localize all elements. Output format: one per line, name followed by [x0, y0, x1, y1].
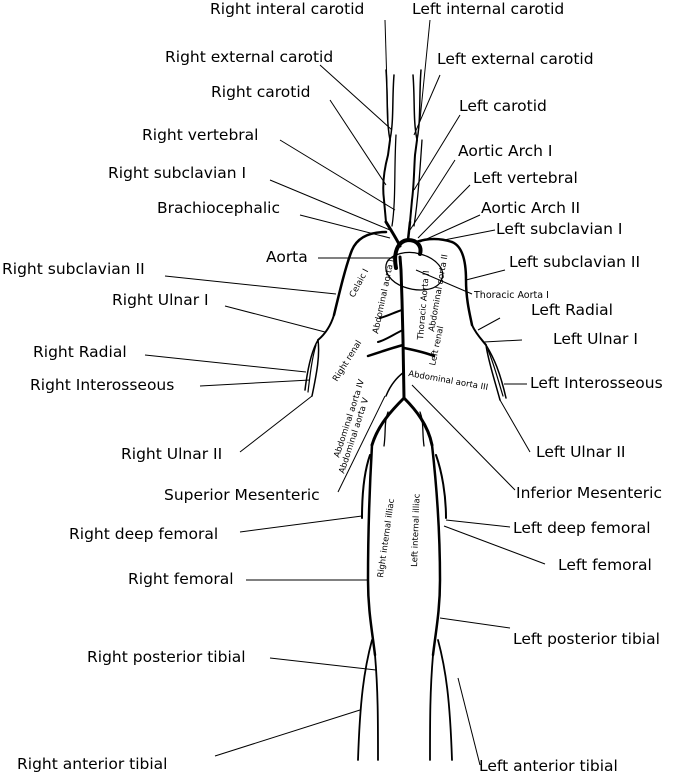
label-thoracic-aorta-1: Thoracic Aorta I — [473, 290, 549, 301]
label-celiac-1: Celaic I — [348, 267, 371, 299]
label-right-ulnar-2: Right Ulnar II — [121, 445, 222, 463]
label-left-interosseous: Left Interosseous — [530, 374, 663, 392]
left-subclavian-vessel — [414, 237, 454, 244]
label-right-carotid: Right carotid — [211, 83, 311, 101]
right-common-iliac-vessel — [370, 396, 406, 447]
label-left-ulnar-2: Left Ulnar II — [536, 443, 626, 461]
label-right-renal: Right renal — [331, 339, 364, 384]
right-anterior-tibial-vessel — [357, 639, 373, 761]
label-right-internal-carotid: Right interal carotid — [210, 0, 364, 18]
label-left-ulnar-1: Left Ulnar I — [553, 330, 638, 348]
label-left-posterior-tibial: Left posterior tibial — [513, 630, 660, 648]
label-right-vertebral: Right vertebral — [142, 126, 258, 144]
left-posterior-tibial-vessel — [429, 654, 434, 761]
label-right-external-carotid: Right external carotid — [165, 48, 333, 66]
small-labels: Celaic I Abdominal aorta I Thoracic Aort… — [331, 254, 489, 579]
left-subclavian-2-vessel — [450, 240, 474, 327]
label-left-internal-carotid: Left internal carotid — [412, 0, 564, 18]
left-anterior-tibial-vessel — [437, 639, 453, 761]
label-left-subclavian-1: Left subclavian I — [496, 220, 622, 238]
right-posterior-tibial-vessel — [374, 654, 379, 761]
label-left-internal-iliac: Left internal illiac — [410, 493, 423, 567]
right-vertebral-vessel — [391, 134, 397, 227]
left-brachial-vessel — [471, 324, 487, 346]
right-renal-vessel — [366, 343, 405, 358]
superior-mesenteric-vessel — [377, 329, 404, 343]
label-aortic-arch-1: Aortic Arch I — [458, 142, 553, 160]
label-right-interosseous: Right Interosseous — [30, 376, 174, 394]
left-deep-femoral-vessel — [435, 454, 447, 519]
right-femoral-vessel — [366, 443, 377, 657]
left-common-iliac-vessel — [402, 396, 434, 447]
label-left-anterior-tibial: Left anterior tibial — [479, 757, 618, 773]
right-interosseous-vessel — [307, 344, 317, 393]
label-right-internal-iliac: Right internal illiac — [376, 498, 397, 579]
right-carotid-vessel — [382, 139, 391, 223]
right-radial-vessel — [304, 339, 319, 391]
label-left-deep-femoral: Left deep femoral — [513, 519, 651, 537]
left-radial-vessel — [485, 344, 507, 399]
left-internal-carotid-vessel — [416, 69, 422, 141]
left-vertebral-vessel — [413, 139, 423, 227]
label-left-carotid: Left carotid — [459, 97, 547, 115]
label-superior-mesenteric: Superior Mesenteric — [164, 486, 320, 504]
right-deep-femoral-vessel — [361, 454, 371, 519]
left-external-carotid-vessel — [412, 74, 418, 141]
right-ulnar-vessel — [311, 339, 320, 397]
left-renal-vessel — [402, 346, 436, 358]
label-left-vertebral: Left vertebral — [473, 169, 578, 187]
label-left-femoral: Left femoral — [558, 556, 652, 574]
celiac-vessel — [379, 309, 403, 319]
label-left-subclavian-2: Left subclavian II — [509, 253, 640, 271]
right-external-carotid-vessel — [389, 74, 395, 141]
label-right-radial: Right Radial — [33, 343, 127, 361]
label-aorta: Aorta — [266, 248, 308, 266]
label-left-radial: Left Radial — [531, 301, 613, 319]
left-carotid-vessel — [406, 220, 412, 242]
left-femoral-vessel — [430, 443, 442, 657]
vessel-tree — [304, 69, 507, 761]
inferior-mesenteric-vessel — [385, 371, 405, 397]
left-ulnar-vessel — [485, 344, 501, 401]
label-abdominal-aorta-3: Abdominal aorta III — [407, 369, 488, 393]
label-right-deep-femoral: Right deep femoral — [69, 525, 218, 543]
left-interosseous-vessel — [487, 349, 504, 397]
label-left-external-carotid: Left external carotid — [437, 50, 594, 68]
right-brachial-vessel — [317, 314, 335, 341]
label-aortic-arch-2: Aortic Arch II — [481, 199, 580, 217]
right-internal-iliac-vessel — [383, 411, 389, 447]
label-right-ulnar-1: Right Ulnar I — [112, 291, 209, 309]
label-brachiocephalic: Brachiocephalic — [157, 199, 280, 217]
label-abdominal-aorta-1: Abdominal aorta I — [371, 258, 397, 334]
descending-aorta — [398, 255, 406, 400]
left-internal-iliac-vessel — [419, 411, 425, 447]
leader-lines — [144, 19, 546, 766]
label-right-posterior-tibial: Right posterior tibial — [87, 648, 246, 666]
label-right-femoral: Right femoral — [128, 570, 234, 588]
label-right-anterior-tibial: Right anterior tibial — [17, 755, 167, 773]
labels: Right interal carotid Left internal caro… — [2, 0, 663, 773]
brachiocephalic-vessel — [384, 220, 402, 248]
label-inferior-mesenteric: Inferior Mesenteric — [516, 484, 662, 502]
label-right-subclavian-1: Right subclavian I — [108, 164, 246, 182]
left-carotid-line — [409, 139, 418, 223]
label-right-subclavian-2: Right subclavian II — [2, 260, 145, 278]
